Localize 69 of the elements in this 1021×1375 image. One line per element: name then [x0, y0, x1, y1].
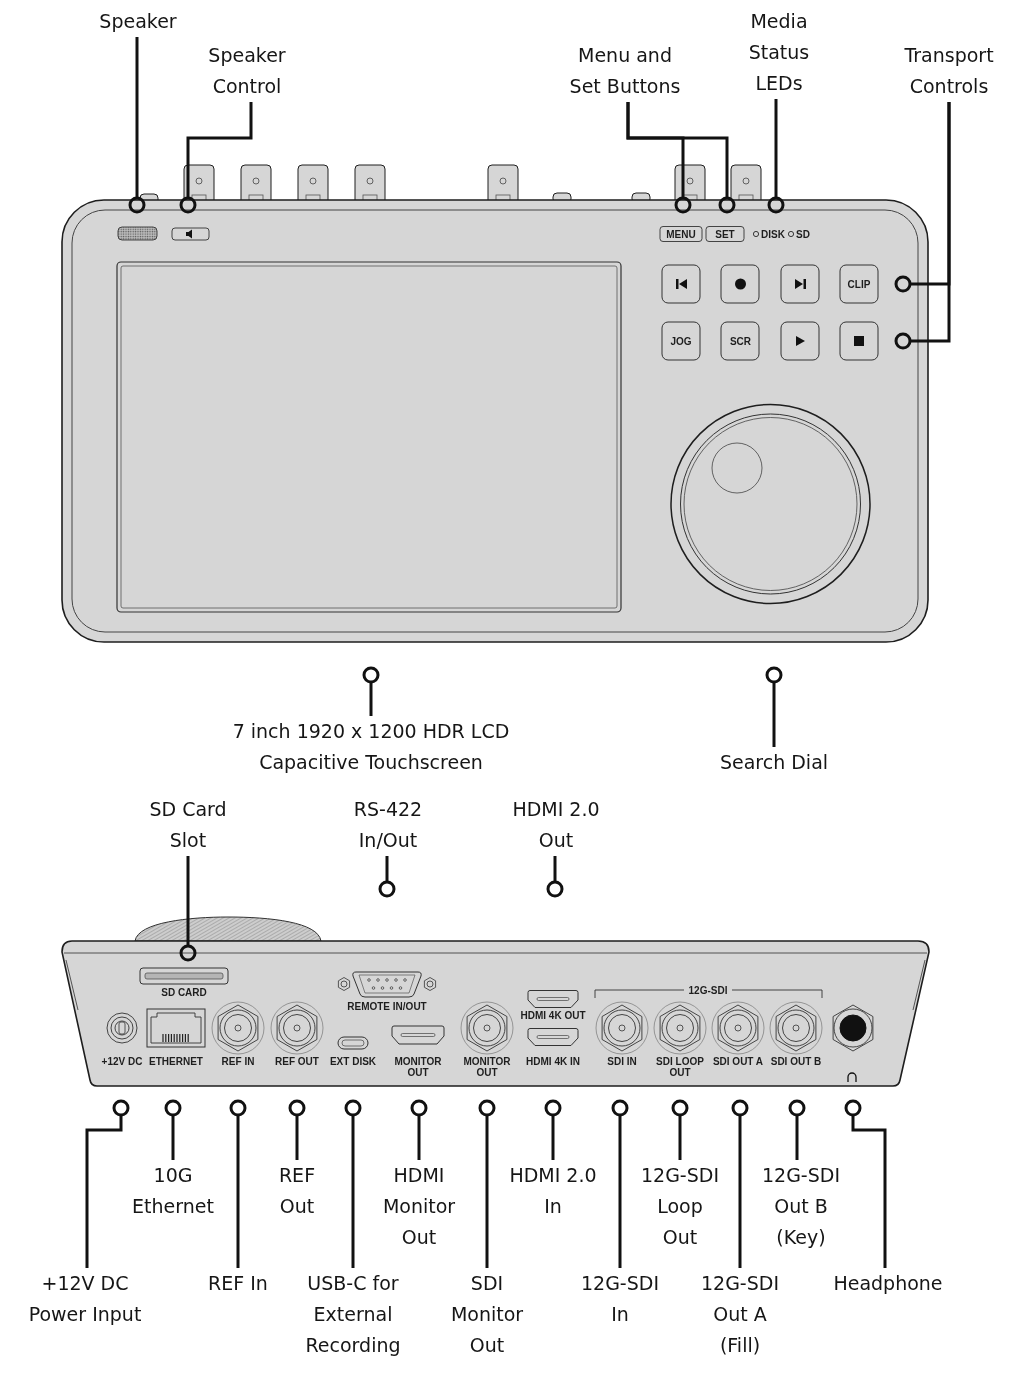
device-label: +12V DC [100, 1056, 144, 1067]
device-label: REF OUT [274, 1056, 320, 1067]
device-label: SD CARD [160, 987, 208, 998]
callout-label: +12V DC Power Input [27, 1268, 143, 1330]
leader-line [894, 102, 951, 350]
leader-line [546, 856, 564, 898]
callout-label: Headphone [832, 1268, 944, 1299]
callout-label: HDMI 2.0 Out [511, 794, 601, 856]
callout-label: Transport Controls [903, 40, 995, 102]
device-label: HDMI 4K OUT [519, 1009, 587, 1021]
callout-label: HDMI 2.0 In [508, 1160, 598, 1222]
device-label: SDI OUT B [769, 1056, 823, 1067]
callout-label: 12G-SDI Loop Out [639, 1160, 721, 1253]
leader-line [378, 856, 396, 898]
device-label: SDI IN [606, 1056, 638, 1067]
device-label: CLIP [846, 278, 872, 290]
leader-line [626, 102, 736, 214]
device-label: 12G-SDI [687, 984, 729, 996]
callout-label: Menu and Set Buttons [568, 40, 682, 102]
leader-line [410, 1099, 428, 1160]
callout-label: 12G-SDI In [579, 1268, 661, 1330]
callout-label: RS-422 In/Out [352, 794, 424, 856]
callout-label: 10G Ethernet [131, 1160, 215, 1222]
device-label: SDI OUT A [711, 1056, 765, 1067]
leader-line [731, 1099, 749, 1268]
callout-label: Speaker [98, 6, 178, 37]
device-label: MONITOR OUT [462, 1056, 512, 1078]
device-label: DISK [761, 228, 786, 240]
device-label: MENU [665, 228, 697, 240]
leader-line [164, 1099, 182, 1160]
leader-line [344, 1099, 362, 1268]
callout-label: 7 inch 1920 x 1200 HDR LCD Capacitive Touchscreen [231, 716, 511, 778]
device-label: REMOTE IN/OUT [346, 1001, 428, 1012]
device-label: ETHERNET [148, 1056, 204, 1067]
callout-label: SD Card Slot [148, 794, 228, 856]
callout-label: Media Status LEDs [747, 6, 811, 99]
device-label: MONITOR OUT [393, 1056, 443, 1078]
device-label: HDMI 4K IN [525, 1056, 581, 1067]
leader-line [85, 1099, 130, 1268]
leader-line [544, 1099, 562, 1160]
leader-line [611, 1099, 629, 1268]
leader-line [844, 1099, 887, 1268]
leader-line [765, 666, 783, 747]
callout-label: HDMI Monitor Out [381, 1160, 457, 1253]
callout-label: REF In [207, 1268, 269, 1299]
leader-line [788, 1099, 806, 1160]
device-label: JOG [669, 335, 693, 347]
device-label: SD [796, 228, 811, 240]
leader-line [478, 1099, 496, 1268]
device-label: REF IN [220, 1056, 256, 1067]
device-label: EXT DISK [328, 1056, 378, 1067]
device-label: SCR [728, 335, 753, 347]
leader-line [229, 1099, 247, 1268]
callout-label: 12G-SDI Out B (Key) [760, 1160, 842, 1253]
callout-label: SDI Monitor Out [449, 1268, 525, 1361]
callout-label: Speaker Control [207, 40, 287, 102]
leader-line [179, 856, 197, 962]
leader-line [767, 99, 785, 214]
leader-line [671, 1099, 689, 1160]
leader-line [128, 37, 146, 214]
leader-line [179, 102, 253, 214]
leader-line [288, 1099, 306, 1160]
callout-label: 12G-SDI Out A (Fill) [699, 1268, 781, 1361]
leader-line [362, 666, 380, 716]
device-label: SDI LOOP OUT [655, 1056, 705, 1078]
callout-label: USB-C for External Recording [304, 1268, 402, 1361]
device-label: SET [714, 228, 736, 240]
callout-label: Search Dial [718, 747, 830, 778]
callout-label: REF Out [277, 1160, 317, 1222]
